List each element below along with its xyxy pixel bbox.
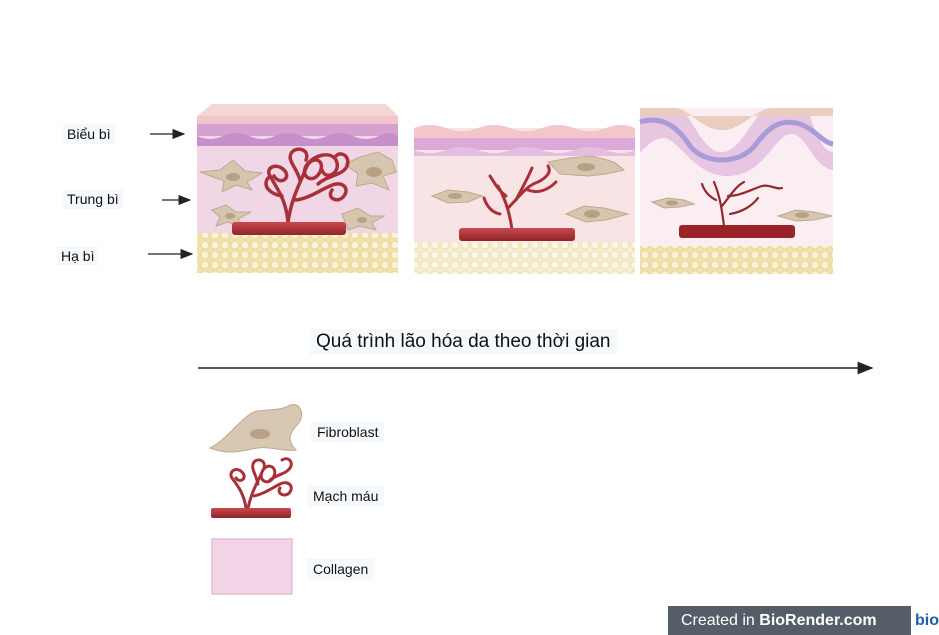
blood-vessel-trunk [232, 222, 346, 235]
legend-collagen-icon [212, 539, 292, 594]
legend-blood-vessel-icon [211, 459, 291, 518]
skin-panel-young [197, 104, 398, 273]
skin-panel-aged [640, 108, 833, 274]
blood-vessel-trunk [679, 225, 795, 238]
epidermis-layer [197, 124, 398, 136]
watermark-prefix: Created in [668, 612, 759, 629]
legend-label-fibroblast: Fibroblast [311, 421, 384, 443]
biorender-logo: bio [911, 606, 939, 635]
hypodermis-fat [197, 233, 398, 273]
skin-top-face [197, 104, 398, 116]
hypodermis-fat [414, 242, 635, 274]
skin-panel-middle [414, 125, 635, 274]
label-arrows [148, 134, 192, 254]
blood-vessel-trunk [459, 228, 575, 241]
watermark-brand: BioRender.com [759, 612, 876, 629]
hypodermis-fat [640, 246, 833, 274]
legend-fibroblast-icon [210, 405, 302, 452]
legend-label-blood-vessel: Mạch máu [307, 485, 384, 507]
legend-label-collagen: Collagen [307, 558, 374, 580]
timeline-caption: Quá trình lão hóa da theo thời gian [310, 329, 617, 355]
biorender-watermark[interactable]: Created in BioRender.com bio [668, 606, 939, 635]
